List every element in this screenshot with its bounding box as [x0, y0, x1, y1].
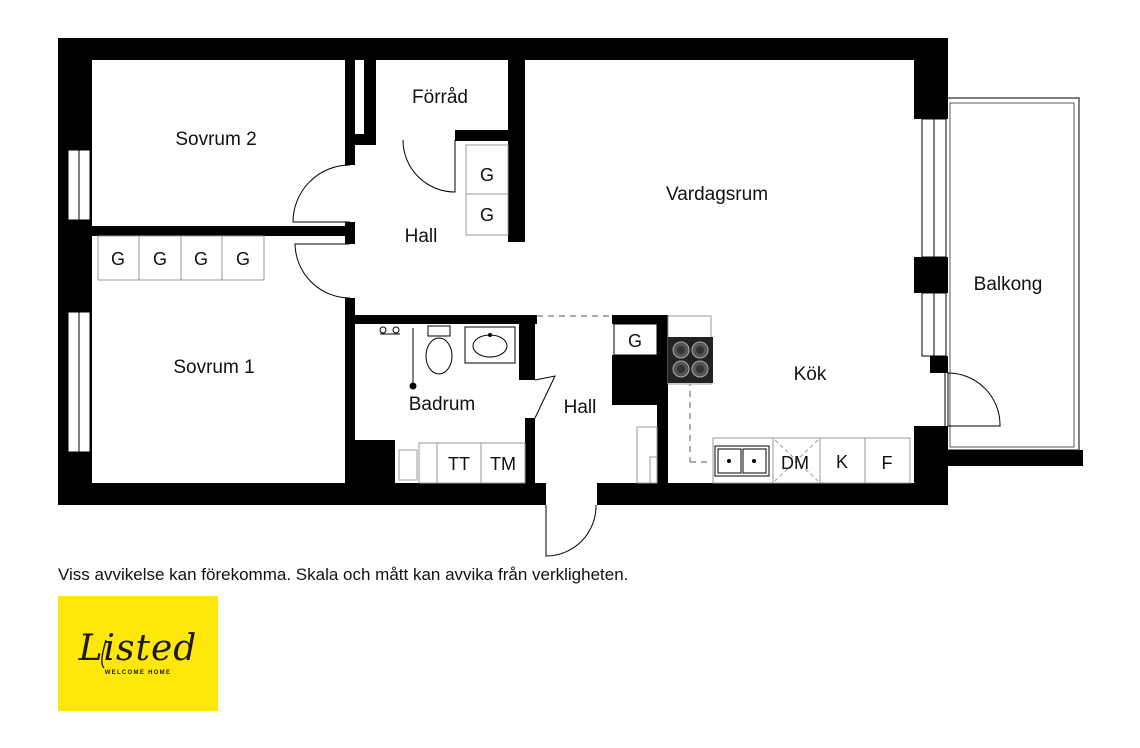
wardrobe-label: G	[480, 165, 494, 185]
dm-label: DM	[781, 453, 809, 473]
disclaimer-text: Viss avvikelse kan förekomma. Skala och …	[58, 565, 629, 584]
floor-plan: Sovrum 2 Förråd Hall Vardagsrum Balkong …	[58, 38, 1083, 557]
listed-logo: Listed WELCOME HOME	[58, 596, 218, 711]
room-forrad: Förråd	[412, 87, 468, 108]
sink-icon	[464, 326, 516, 364]
room-vardagsrum: Vardagsrum	[666, 184, 768, 205]
wardrobe-label: G	[480, 205, 494, 225]
kitchen-sink-icon	[714, 445, 770, 477]
windows	[67, 118, 947, 453]
room-hall-bottom: Hall	[564, 397, 597, 418]
doors	[292, 139, 1001, 557]
shower-icon	[379, 326, 417, 390]
dashed-openings	[537, 315, 712, 463]
washer-dryer	[398, 442, 526, 484]
wardrobe-label: G	[153, 249, 167, 269]
room-hall-top: Hall	[405, 226, 438, 247]
tm-label: TM	[490, 454, 516, 474]
room-balkong: Balkong	[974, 274, 1043, 295]
wardrobe-label: G	[236, 249, 250, 269]
fixture-labels: G G G G G G G TT TM DM K F	[111, 165, 893, 474]
room-labels: Sovrum 2 Förråd Hall Vardagsrum Balkong …	[173, 87, 1042, 418]
k-label: K	[836, 452, 848, 472]
wardrobes	[97, 144, 658, 356]
wardrobe-label: G	[628, 331, 642, 351]
logo-wordmark: Listed	[78, 628, 198, 669]
hall-cabinet	[636, 426, 658, 484]
balcony	[938, 97, 1083, 466]
kitchen	[667, 315, 911, 484]
room-sovrum-2: Sovrum 2	[175, 129, 256, 150]
stove-icon	[668, 337, 713, 383]
room-kok: Kök	[794, 364, 827, 385]
wardrobe-label: G	[194, 249, 208, 269]
room-badrum: Badrum	[409, 394, 476, 415]
toilet-icon	[425, 325, 453, 375]
logo-flourish	[101, 639, 107, 669]
interior-walls	[92, 60, 668, 484]
logo-tagline: WELCOME HOME	[104, 670, 172, 676]
room-sovrum-1: Sovrum 1	[173, 357, 254, 378]
wardrobe-label: G	[111, 249, 125, 269]
tt-label: TT	[448, 454, 470, 474]
dishwasher-cross	[774, 439, 819, 482]
bathroom-fixtures	[379, 325, 526, 484]
f-label: F	[882, 453, 893, 473]
